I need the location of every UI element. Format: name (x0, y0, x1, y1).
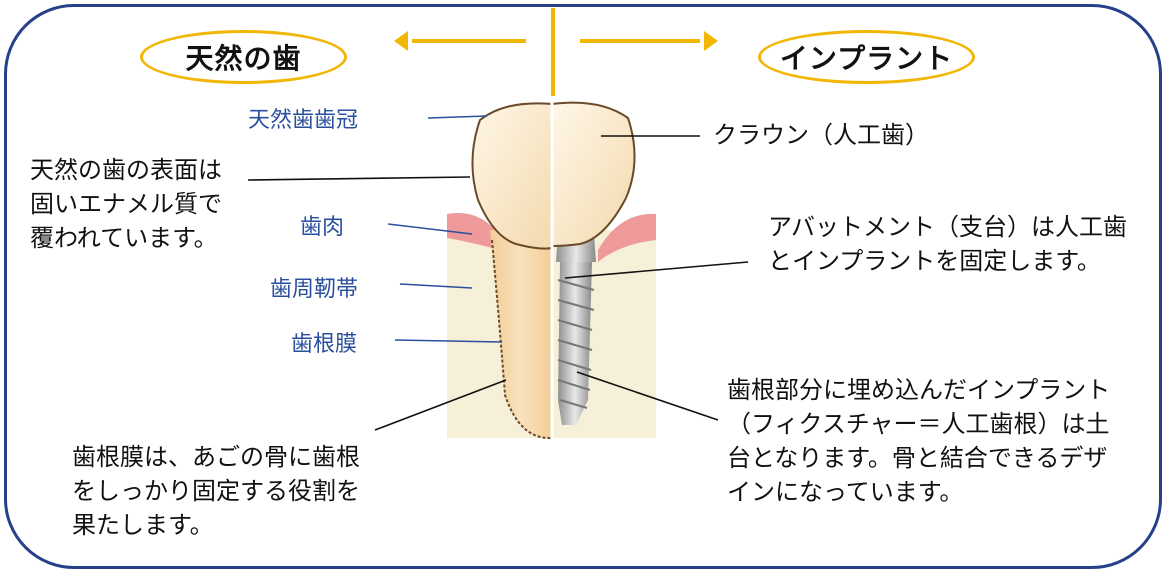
implant-crown (551, 101, 636, 248)
outer-frame (4, 4, 1162, 569)
note-implant-crown: クラウン（人工歯） (713, 121, 929, 149)
natural-tooth-title: 天然の歯 (140, 30, 347, 84)
left-arrow (394, 31, 526, 51)
implant-title: インプラント (758, 30, 975, 84)
gum-left (447, 212, 500, 250)
note-root-membrane: 歯根膜は、あごの骨に歯根をしっかり固定する役割を果たします。 (72, 443, 360, 539)
note-abutment: アバットメント（支台）は人工歯とインプラントを固定します。 (768, 213, 1128, 275)
note-enamel: 天然の歯の表面は固いエナメル質で覆われています。 (30, 156, 222, 252)
gum-right (598, 213, 656, 262)
implant-threads (557, 279, 595, 409)
natural-root (490, 230, 552, 439)
label-periodontal-ligament: 歯周靭帯 (270, 277, 359, 302)
label-natural-crown: 天然歯歯冠 (248, 108, 359, 133)
pdl-outline (491, 239, 553, 440)
note-fixture: 歯根部分に埋め込んだインプラント（フィクスチャー＝人工歯根）は土台となります。骨… (727, 376, 1111, 506)
right-arrow (580, 31, 718, 51)
label-root-membrane: 歯根膜 (291, 332, 358, 357)
label-gum: 歯肉 (300, 215, 345, 240)
center-divider (551, 8, 555, 96)
natural-crown (471, 102, 553, 250)
